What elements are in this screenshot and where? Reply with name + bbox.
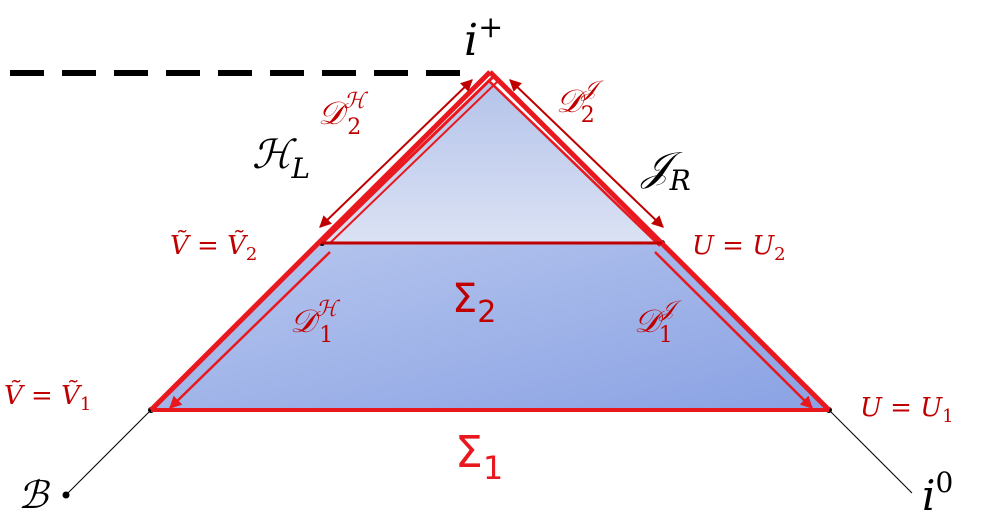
sigma2-label: Σ2 [452,276,496,330]
line-to-spatial-infinity [828,409,913,494]
d2h-double-arrow [319,79,473,228]
v-tilde-1-label: Ṽ = Ṽ1 [4,379,91,415]
bifurcation-dot [62,491,70,499]
d1h-arrow-line [169,251,331,409]
line-to-bifurcation [65,409,152,496]
i-plus-label: i+ [464,10,503,66]
region-upper [322,82,662,243]
u1-label: U = U1 [860,393,954,427]
scri-label: 𝒥R [640,144,691,197]
u2-label: U = U2 [692,231,786,265]
i-zero-label: i0 [922,466,953,518]
d2j-double-arrow [509,79,664,228]
v-tilde-2-label: Ṽ = Ṽ2 [170,229,257,265]
region-lower [151,243,829,410]
sigma1-label: Σ1 [455,427,503,487]
d1j-arrow-line [654,251,813,409]
bifurcation-label: ℬ [18,473,51,517]
horizon-label: ℋL [252,132,310,185]
